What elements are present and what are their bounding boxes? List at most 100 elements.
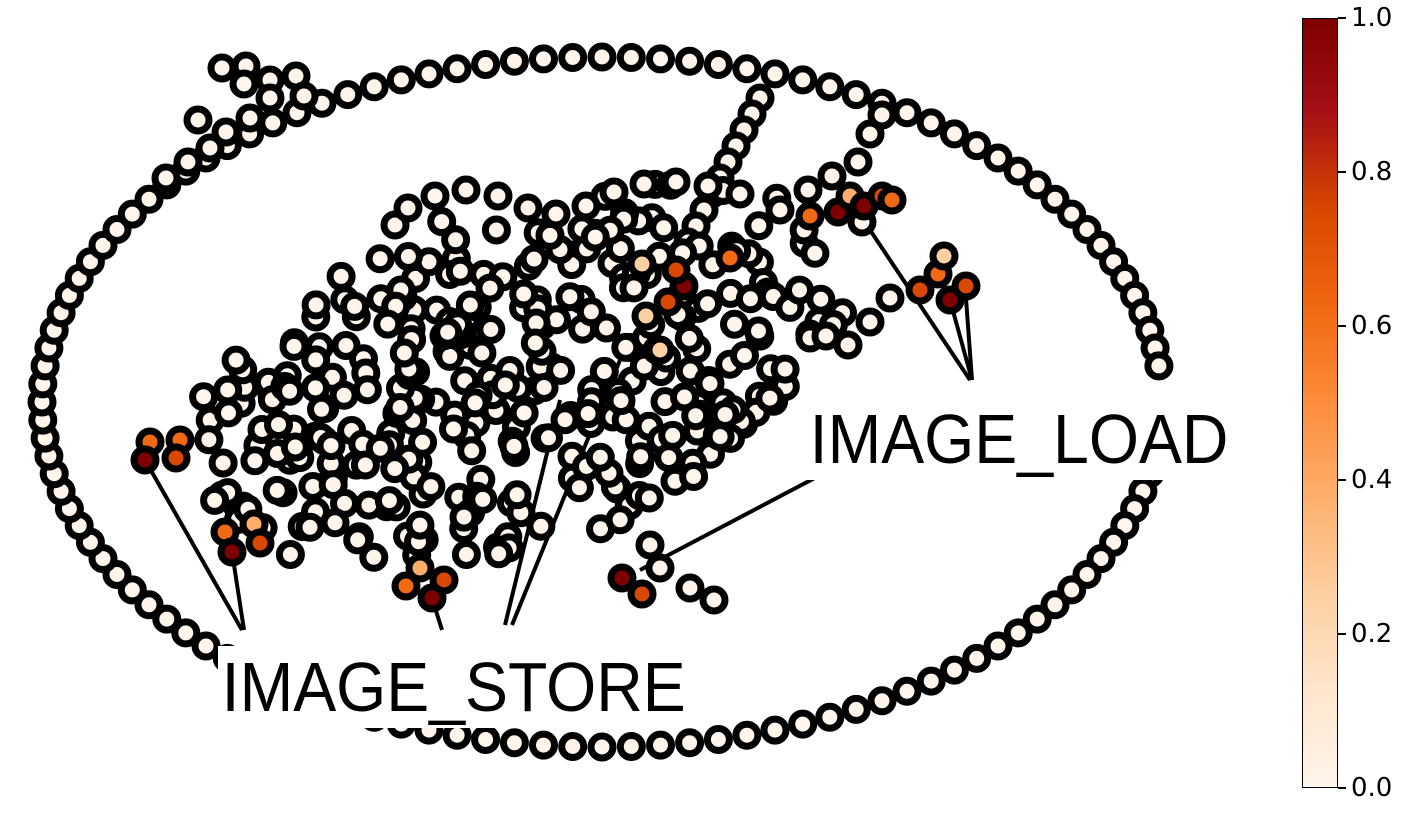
- graph-node: [445, 256, 475, 286]
- graph-node: [245, 528, 275, 558]
- graph-node: [499, 728, 529, 758]
- graph-node: [386, 65, 416, 95]
- graph-node: [427, 207, 457, 237]
- graph-node: [264, 410, 293, 440]
- graph-node: [207, 53, 237, 83]
- colorbar-tick-mark: [1338, 17, 1346, 19]
- graph-node: [194, 425, 224, 455]
- graph-node: [280, 432, 310, 462]
- graph-node: [134, 184, 164, 214]
- graph-node: [841, 80, 871, 110]
- graph-node: [499, 431, 529, 461]
- colorbar-tick-label: 0.6: [1351, 311, 1393, 341]
- graph-node: [558, 732, 588, 761]
- graph-node: [730, 341, 759, 370]
- graph-node: [585, 442, 615, 472]
- graph-node: [161, 443, 191, 473]
- graph-node: [151, 163, 181, 193]
- colorbar-tick-mark: [1338, 633, 1346, 635]
- graph-node: [695, 369, 725, 399]
- graph-node: [526, 511, 556, 541]
- graph-node: [275, 376, 305, 406]
- graph-node: [471, 50, 501, 79]
- graph-node: [635, 530, 665, 560]
- graph-node: [875, 283, 905, 313]
- graph-node: [471, 725, 501, 754]
- graph-node: [599, 177, 629, 207]
- graph-node: [658, 420, 688, 450]
- graph-node: [951, 271, 981, 301]
- graph-node: [393, 242, 423, 271]
- graph-node: [481, 215, 511, 245]
- graph-node: [983, 631, 1013, 661]
- graph-node: [117, 199, 147, 229]
- graph-node: [301, 290, 331, 320]
- graph-node: [529, 373, 559, 402]
- colorbar-tick-mark: [1338, 325, 1346, 327]
- graph-node: [468, 484, 498, 514]
- graph-node: [1144, 351, 1174, 381]
- graph-node: [674, 323, 704, 353]
- graph-node: [1022, 170, 1052, 200]
- graph-node: [442, 54, 472, 84]
- annotation-line: [143, 459, 244, 631]
- graph-node: [449, 502, 479, 532]
- graph-node: [788, 709, 818, 739]
- graph-node: [607, 563, 637, 593]
- graph-node: [571, 191, 601, 221]
- graph-node: [587, 732, 617, 762]
- graph-node: [720, 309, 749, 339]
- graph-node: [240, 446, 270, 476]
- graph-node: [513, 193, 543, 223]
- graph-node: [627, 249, 657, 279]
- graph-node: [725, 179, 755, 209]
- graph-node: [817, 161, 847, 191]
- graph-node: [467, 338, 497, 368]
- graph-node: [983, 143, 1013, 173]
- graph-node: [815, 702, 845, 732]
- graph-node: [573, 399, 603, 429]
- graph-node: [645, 335, 675, 365]
- graph-node: [619, 273, 649, 303]
- colorbar-tick-label: 0.4: [1351, 465, 1393, 495]
- graph-node: [703, 50, 733, 79]
- graph-node: [646, 730, 675, 760]
- graph-node: [279, 331, 309, 361]
- graph-node: [654, 443, 684, 473]
- graph-node: [499, 46, 529, 76]
- graph-node: [681, 401, 711, 431]
- graph-node: [564, 473, 594, 503]
- colorbar-tick-mark: [1338, 787, 1346, 789]
- colorbar-tick-mark: [1338, 479, 1346, 481]
- graph-node: [811, 321, 841, 351]
- graph-node: [892, 98, 922, 128]
- graph-node: [587, 42, 617, 72]
- graph-node: [343, 525, 373, 555]
- graph-node: [416, 472, 446, 502]
- graph-node: [258, 108, 288, 138]
- colorbar-tick-label: 0.2: [1351, 619, 1393, 649]
- annotation-line: [639, 468, 831, 572]
- graph-node: [675, 573, 705, 603]
- graph-node: [529, 730, 558, 760]
- graph-node: [653, 287, 683, 317]
- graph-node: [374, 486, 404, 516]
- graph-node: [391, 571, 421, 601]
- graph-node: [929, 241, 959, 271]
- graph-node: [439, 414, 468, 444]
- graph-node: [675, 728, 705, 758]
- graph-node: [693, 171, 723, 201]
- graph-node: [693, 289, 723, 319]
- graph-node: [490, 370, 520, 400]
- network-graph: [27, 42, 1174, 762]
- graph-node: [529, 44, 558, 74]
- image-store-label: IMAGE_STORE: [218, 646, 690, 728]
- graph-node: [765, 195, 795, 225]
- graph-node: [483, 181, 513, 211]
- graph-node: [732, 720, 762, 750]
- colorbar-tick-mark: [1338, 171, 1346, 173]
- graph-node: [275, 540, 305, 569]
- graph-node: [171, 618, 201, 648]
- graph-node: [385, 393, 415, 422]
- graph-node: [214, 398, 243, 428]
